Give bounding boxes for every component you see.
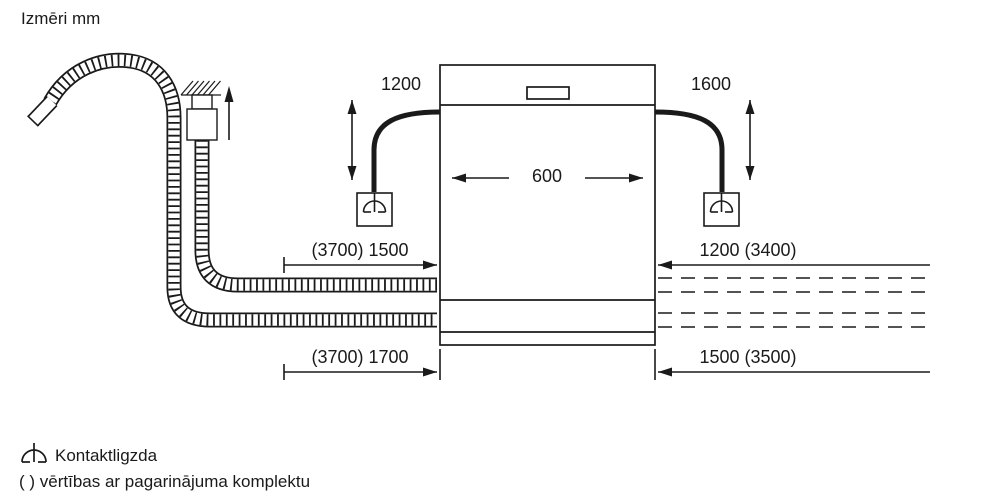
dimension-label-drain-hose-left: (3700) 1700: [311, 347, 409, 367]
dimension-label-supply-hose-left: (3700) 1500: [311, 240, 409, 260]
power-socket-icon-left: [356, 192, 393, 227]
page-title: Izmēri mm: [21, 9, 101, 28]
supply-hose: [194, 140, 437, 293]
dimension-label-appliance-width: 600: [509, 166, 585, 187]
power-socket-icon-legend: [21, 443, 47, 463]
tap-height-arrow: [224, 86, 234, 140]
dishwasher-handle: [526, 86, 570, 100]
water-tap-icon: [180, 80, 221, 141]
power-socket-icon-right: [703, 192, 740, 227]
dimension-label-cable-left: 1200: [380, 74, 422, 94]
dimension-label-drain-hose-right: 1500 (3500): [699, 347, 797, 367]
power-cord-left: [371, 109, 441, 192]
dimension-label-cable-right: 1600: [690, 74, 732, 94]
dimension-arrowheads: [347, 100, 755, 377]
dimension-label-supply-hose-right: 1200 (3400): [699, 240, 797, 260]
hose-extension-dashed-lines: [658, 277, 928, 328]
wall-hatch: [180, 80, 221, 96]
drain-hose: [43, 52, 437, 328]
drain-hose-end-fitting-icon: [27, 95, 58, 127]
dishwasher: [439, 64, 656, 346]
legend-socket-label: Kontaktligzda: [55, 446, 158, 465]
power-cord-right: [654, 109, 725, 192]
legend-extension-note: ( ) vērtības ar pagarinājuma komplektu: [19, 472, 311, 491]
